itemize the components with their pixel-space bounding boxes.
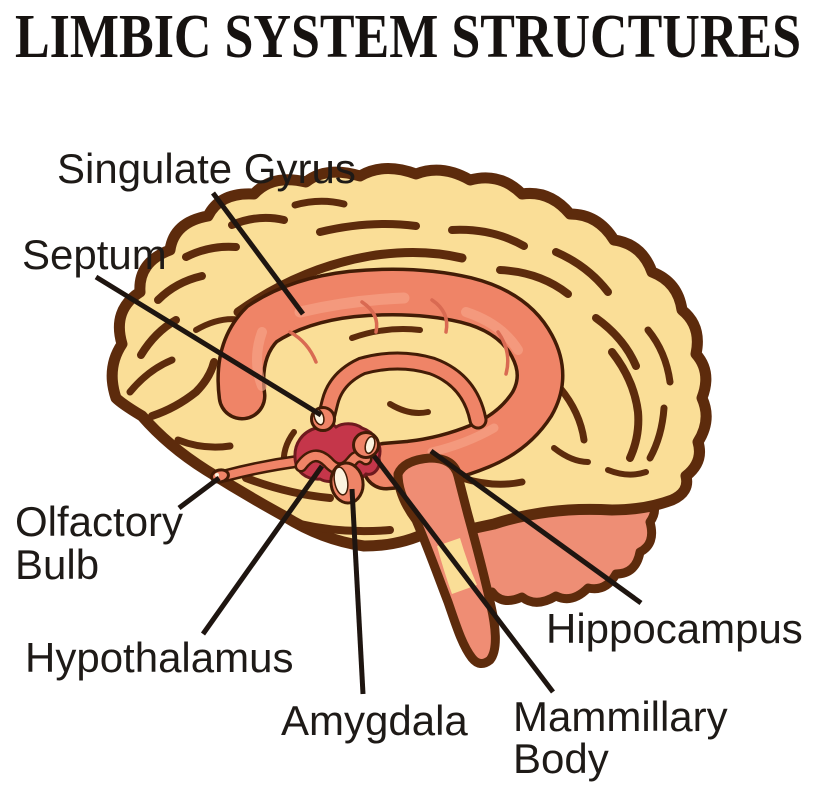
fornix-fill [320, 354, 485, 427]
amygdala-highlight [333, 466, 349, 496]
label-mammillary-body-line2: Body [513, 735, 609, 782]
leader-line-hippocampus [429, 448, 643, 606]
leader-line-singulate-gyrus [210, 191, 306, 316]
cingulate-texture [252, 292, 523, 457]
label-olfactory-bulb-line2: Bulb [15, 541, 99, 588]
brain-illustration [106, 163, 712, 668]
label-amygdala: Amygdala [281, 697, 468, 744]
leader-line-hypothalamus [200, 464, 325, 636]
diagram-title: LIMBIC SYSTEM STRUCTURES [15, 3, 801, 71]
leader-lines [94, 191, 643, 695]
cortex-sulci [126, 197, 674, 536]
label-mammillary-body-line1: Mammillary [513, 693, 728, 740]
cingulate-gyrus-fill [219, 271, 561, 487]
leader-line-septum [94, 274, 323, 418]
leader-line-mammillary-body [372, 454, 555, 694]
label-singulate-gyrus: Singulate Gyrus [57, 145, 356, 192]
olfactory-bulb-highlight [215, 473, 219, 477]
leader-line-amygdala [349, 488, 366, 695]
label-hypothalamus: Hypothalamus [25, 634, 293, 681]
label-septum: Septum [22, 231, 167, 278]
mammillary-body-highlight [364, 435, 376, 455]
label-hippocampus: Hippocampus [546, 605, 803, 652]
leader-line-olfactory-bulb [177, 476, 221, 510]
label-olfactory-bulb-line1: Olfactory [15, 498, 183, 545]
